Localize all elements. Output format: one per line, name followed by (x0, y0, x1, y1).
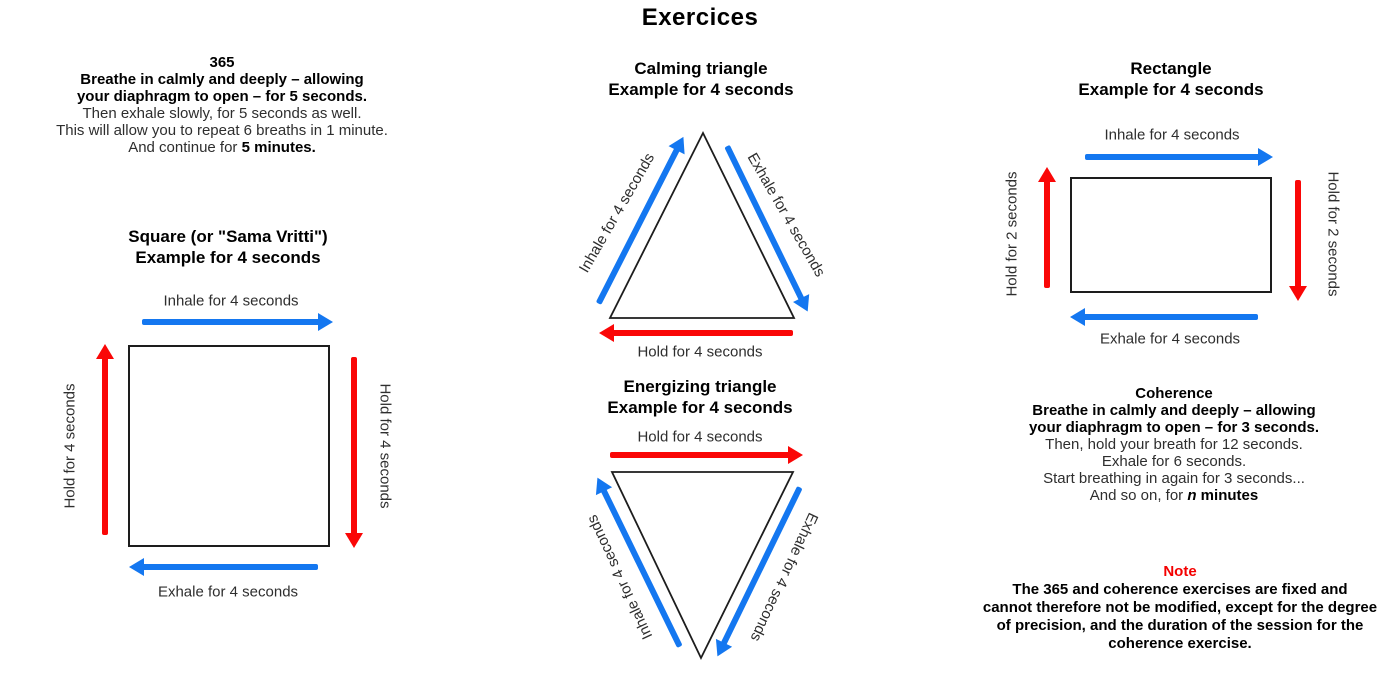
note-line-3: of precision, and the duration of the se… (996, 617, 1364, 634)
365-line-5-text: And continue for (128, 139, 242, 156)
coherence-line-6-n: n (1187, 487, 1197, 504)
rectangle-title-line1: Rectangle (1130, 59, 1212, 78)
square-exhale-arrow (142, 564, 318, 570)
square-title-line2: Example for 4 seconds (135, 248, 321, 267)
page-title: Exercices (641, 4, 759, 31)
365-line-bold-2: your diaphragm to open – for 5 seconds. (76, 88, 368, 105)
calming-triangle-shape (608, 130, 796, 319)
rectangle-exhale-arrow (1083, 314, 1258, 320)
coherence-line-bold-1: Breathe in calmly and deeply – allowing (1032, 402, 1316, 419)
rectangle-shape (1070, 177, 1272, 293)
note-line-1: The 365 and coherence exercises are fixe… (1012, 581, 1348, 598)
rectangle-title: Rectangle Example for 4 seconds (1078, 58, 1263, 100)
rectangle-inhale-arrow (1085, 148, 1273, 166)
coherence-line-3: Then, hold your breath for 12 seconds. (1045, 436, 1303, 453)
square-hold-right-label: Hold for 4 seconds (376, 383, 394, 509)
rectangle-hold-left-label: Hold for 2 seconds (1003, 171, 1021, 297)
square-hold-left-label: Hold for 4 seconds (61, 383, 79, 509)
energizing-title-line2: Example for 4 seconds (607, 398, 793, 417)
rectangle-hold-right-arrow (1295, 180, 1301, 288)
square-hold-right-arrow (351, 357, 357, 535)
calming-title: Calming triangle Example for 4 seconds (608, 58, 793, 100)
365-heading: 365 (209, 54, 235, 71)
note-line-4: coherence exercise. (1108, 635, 1252, 652)
energizing-title-line1: Energizing triangle (623, 377, 777, 396)
square-title-line1: Square (or "Sama Vritti") (128, 227, 328, 246)
365-line-4: This will allow you to repeat 6 breaths … (56, 122, 388, 139)
note-line-2: cannot therefore not be modified, except… (982, 599, 1378, 616)
square-hold-left-arrow (102, 357, 108, 535)
note-heading: Note (1163, 563, 1197, 580)
coherence-description: Coherence Breathe in calmly and deeply –… (950, 385, 1398, 504)
square-exhale-label: Exhale for 4 seconds (157, 583, 299, 601)
energizing-hold-arrow (610, 446, 803, 464)
365-line-5-bold: 5 minutes. (241, 139, 316, 156)
square-inhale-label: Inhale for 4 seconds (163, 292, 299, 310)
calming-title-line2: Example for 4 seconds (608, 80, 794, 99)
calming-title-line1: Calming triangle (634, 59, 768, 78)
coherence-line-5: Start breathing in again for 3 seconds..… (1043, 470, 1305, 487)
square-shape (128, 345, 330, 547)
coherence-line-4: Exhale for 6 seconds. (1101, 453, 1247, 470)
energizing-title: Energizing triangle Example for 4 second… (607, 376, 792, 418)
energizing-triangle-shape (610, 471, 795, 661)
energizing-hold-label: Hold for 4 seconds (637, 428, 763, 446)
rectangle-inhale-label: Inhale for 4 seconds (1104, 126, 1240, 144)
coherence-heading: Coherence (1135, 385, 1213, 402)
rectangle-exhale-label: Exhale for 4 seconds (1099, 330, 1241, 348)
rectangle-hold-right-label: Hold for 2 seconds (1324, 171, 1342, 297)
coherence-line-bold-2: your diaphragm to open – for 3 seconds. (1028, 419, 1320, 436)
365-line-bold-1: Breathe in calmly and deeply – allowing (80, 71, 364, 88)
calming-hold-arrow (612, 330, 793, 336)
square-inhale-arrow (142, 313, 333, 331)
rectangle-hold-left-arrow (1044, 180, 1050, 288)
365-line-5: And continue for 5 minutes. (15, 139, 429, 156)
square-title: Square (or "Sama Vritti") Example for 4 … (128, 226, 327, 268)
note-block: Note The 365 and coherence exercises are… (950, 563, 1400, 653)
coherence-line-6-bold: minutes (1196, 487, 1259, 504)
coherence-line-6: And so on, for n minutes (950, 487, 1398, 504)
calming-hold-label: Hold for 4 seconds (637, 343, 763, 361)
365-description: 365 Breathe in calmly and deeply – allow… (15, 54, 429, 156)
365-line-3: Then exhale slowly, for 5 seconds as wel… (82, 105, 362, 122)
coherence-line-6-text: And so on, for (1089, 487, 1188, 504)
rectangle-title-line2: Example for 4 seconds (1078, 80, 1264, 99)
